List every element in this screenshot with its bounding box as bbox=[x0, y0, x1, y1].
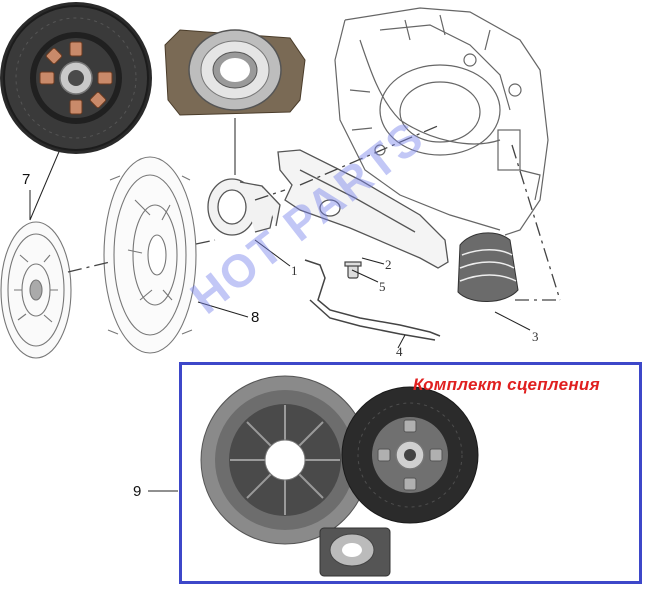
callout-9: 9 bbox=[133, 483, 142, 500]
return-spring bbox=[304, 259, 441, 341]
kit-clutch-disc-photo bbox=[341, 386, 479, 524]
callout-2: 2 bbox=[385, 257, 392, 272]
pressure-plate-drawing bbox=[103, 156, 197, 354]
callout-7: 7 bbox=[22, 171, 31, 188]
callout-8: 8 bbox=[251, 309, 260, 326]
release-bearing-photo bbox=[164, 29, 306, 116]
gearbox-housing bbox=[334, 7, 549, 236]
clutch-disc-drawing bbox=[0, 221, 72, 359]
assembly-axis bbox=[67, 124, 561, 301]
fork-boot bbox=[457, 232, 519, 302]
kit-title: Комплект сцепления bbox=[413, 375, 600, 394]
leader-lines bbox=[29, 118, 531, 492]
kit-pressure-plate-photo bbox=[200, 375, 370, 545]
clutch-fork bbox=[277, 149, 449, 269]
callout-3: 3 bbox=[532, 329, 539, 344]
callout-5: 5 bbox=[379, 279, 386, 294]
callout-4: 4 bbox=[396, 344, 403, 359]
release-bearing-drawing bbox=[207, 178, 281, 236]
kit-release-bearing-photo bbox=[319, 527, 391, 577]
kit-frame bbox=[179, 362, 642, 584]
callout-1: 1 bbox=[291, 263, 298, 278]
clutch-disc-photo bbox=[0, 2, 152, 154]
